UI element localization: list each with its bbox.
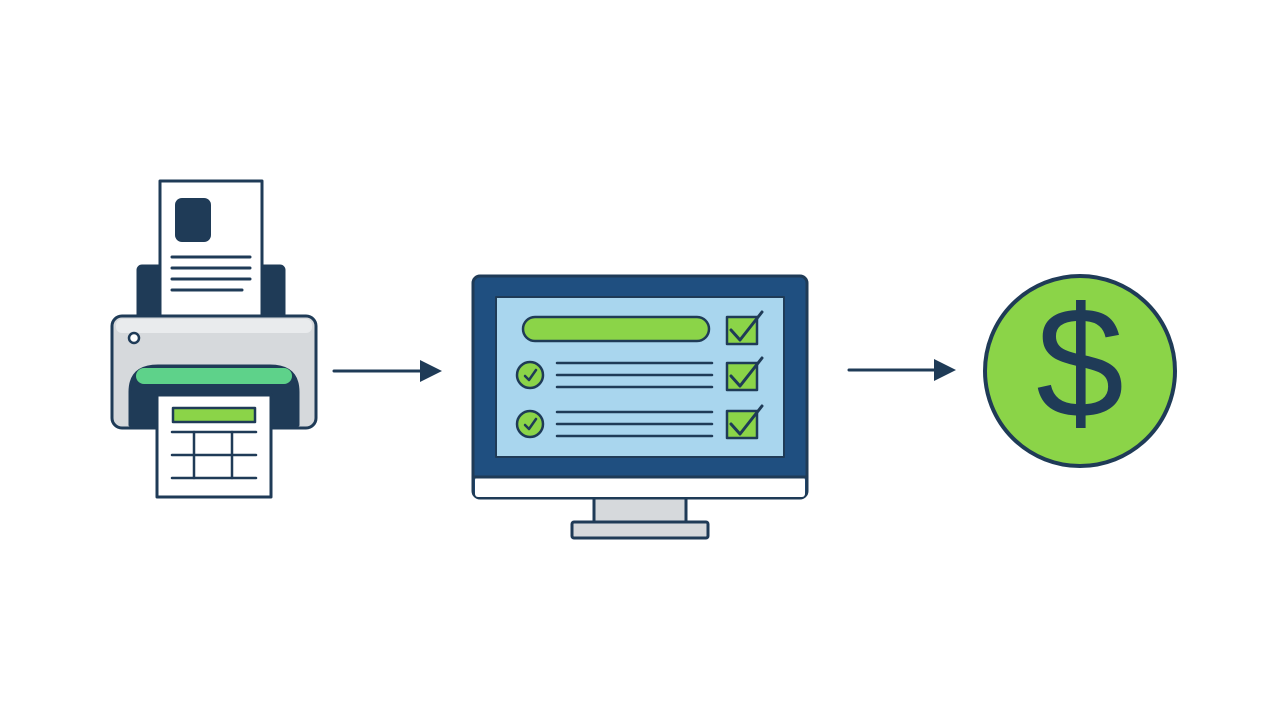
checkmark-icon bbox=[729, 356, 764, 388]
dollar-coin-icon: $ bbox=[983, 274, 1177, 468]
check-icon bbox=[523, 417, 538, 431]
document-photo bbox=[175, 198, 211, 242]
status-circle bbox=[515, 409, 545, 439]
coin-circle bbox=[983, 274, 1177, 468]
input-document bbox=[158, 179, 264, 319]
computer-monitor-checklist-icon bbox=[471, 274, 809, 540]
scanner-printer-icon bbox=[110, 179, 318, 499]
printer-top-highlight bbox=[116, 319, 312, 333]
checkmark-icon bbox=[729, 404, 764, 436]
check-icon bbox=[523, 368, 538, 382]
monitor-chin bbox=[475, 477, 805, 497]
status-circle bbox=[515, 360, 545, 390]
power-indicator bbox=[127, 331, 141, 345]
scan-light bbox=[136, 368, 292, 384]
dollar-sign: $ bbox=[1036, 275, 1124, 451]
receipt-header-bar bbox=[171, 406, 257, 424]
arrow-right-icon bbox=[847, 359, 956, 381]
monitor-base bbox=[570, 520, 710, 540]
checkmark-icon bbox=[729, 310, 764, 342]
arrow-right-icon bbox=[332, 360, 442, 382]
screen-header-bar bbox=[521, 315, 711, 343]
